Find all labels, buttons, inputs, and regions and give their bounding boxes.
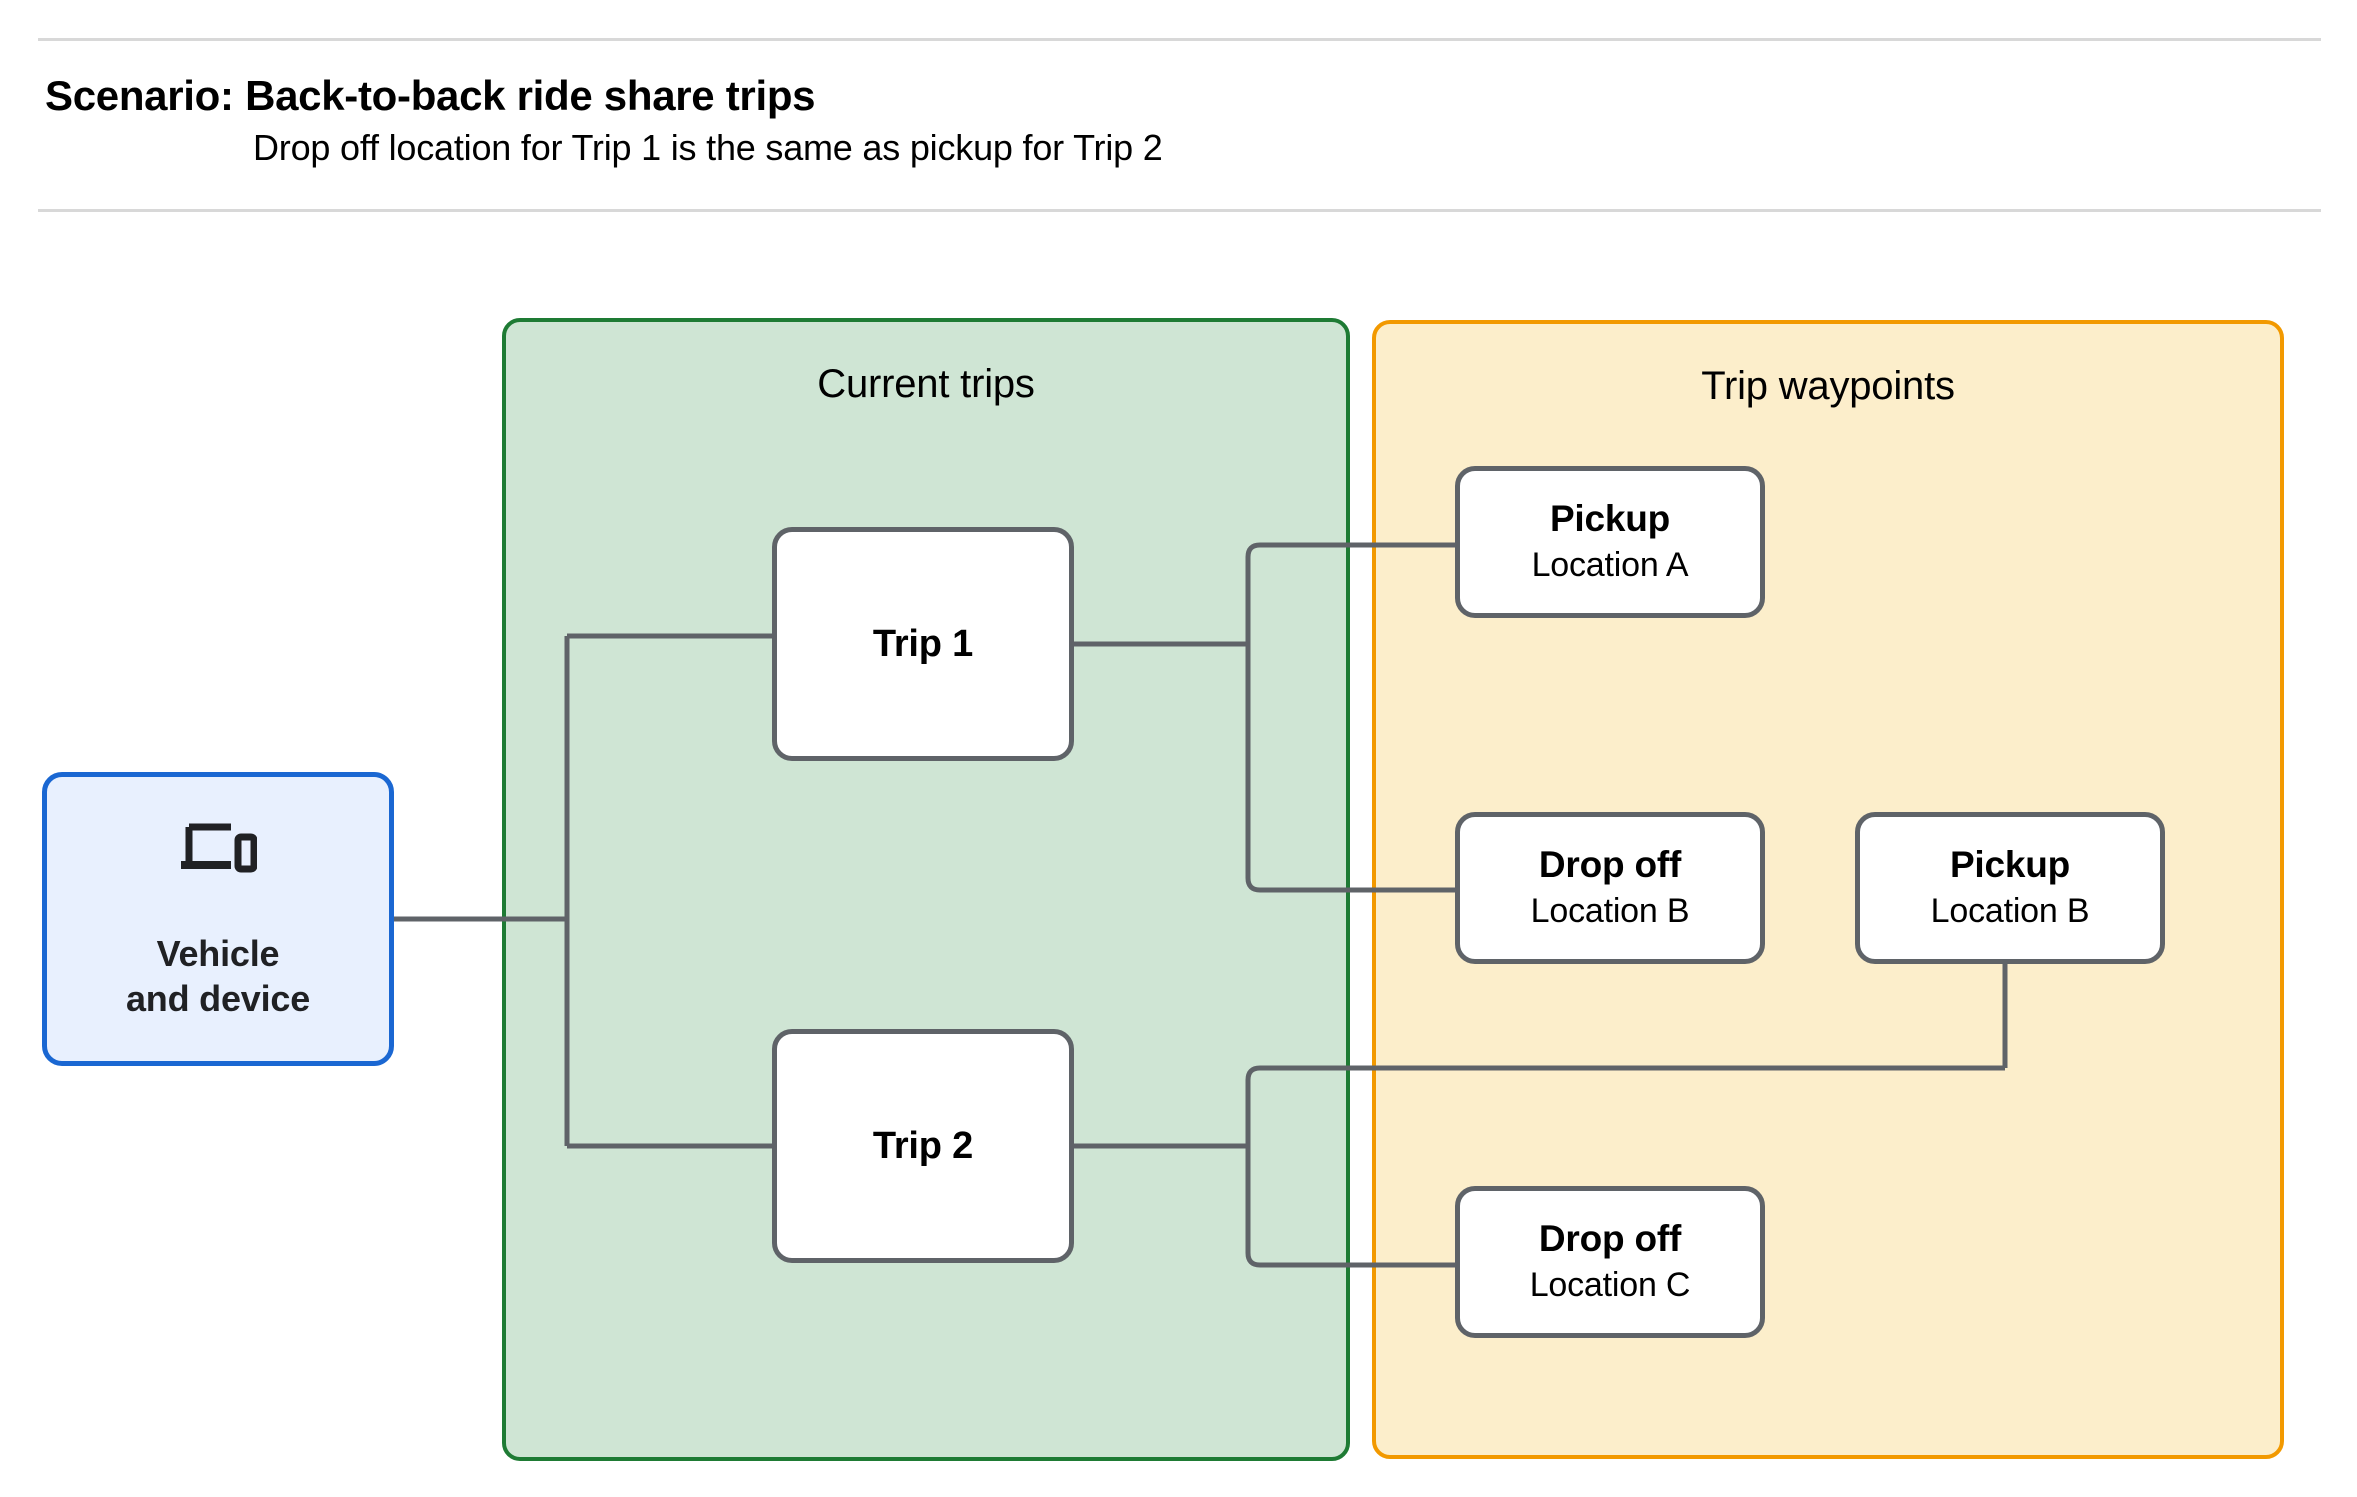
waypoint-type: Drop off <box>1538 1218 1682 1260</box>
group-current-trips-title: Current trips <box>817 362 1035 406</box>
laptop-phone-icon <box>181 823 257 873</box>
waypoint-location: Location B <box>1930 891 2090 930</box>
group-trip-waypoints-title: Trip waypoints <box>1701 364 1955 408</box>
node-waypoint-pickup-location-b[interactable]: Pickup Location B <box>1855 812 2165 964</box>
node-trip-1[interactable]: Trip 1 <box>772 527 1074 761</box>
node-waypoint-pickup-location-a[interactable]: Pickup Location A <box>1455 466 1765 618</box>
waypoint-type: Pickup <box>1549 498 1671 540</box>
page-title: Scenario: Back-to-back ride share trips <box>45 72 816 119</box>
trip-1-label: Trip 1 <box>872 622 974 665</box>
page-subtitle: Drop off location for Trip 1 is the same… <box>253 127 1163 168</box>
waypoint-location: Location C <box>1529 1265 1691 1304</box>
node-vehicle-and-device[interactable]: Vehicle and device <box>42 772 394 1066</box>
header-divider-bottom <box>38 209 2321 212</box>
group-current-trips: Current trips <box>502 318 1350 1461</box>
node-trip-2[interactable]: Trip 2 <box>772 1029 1074 1263</box>
waypoint-type: Drop off <box>1538 844 1682 886</box>
waypoint-type: Pickup <box>1949 844 2071 886</box>
node-waypoint-dropoff-location-c[interactable]: Drop off Location C <box>1455 1186 1765 1338</box>
node-waypoint-dropoff-location-b[interactable]: Drop off Location B <box>1455 812 1765 964</box>
header-divider-top <box>38 38 2321 41</box>
trip-2-label: Trip 2 <box>872 1124 974 1167</box>
waypoint-location: Location B <box>1530 891 1690 930</box>
vehicle-and-device-label: Vehicle and device <box>125 933 311 1019</box>
waypoint-location: Location A <box>1531 545 1689 584</box>
